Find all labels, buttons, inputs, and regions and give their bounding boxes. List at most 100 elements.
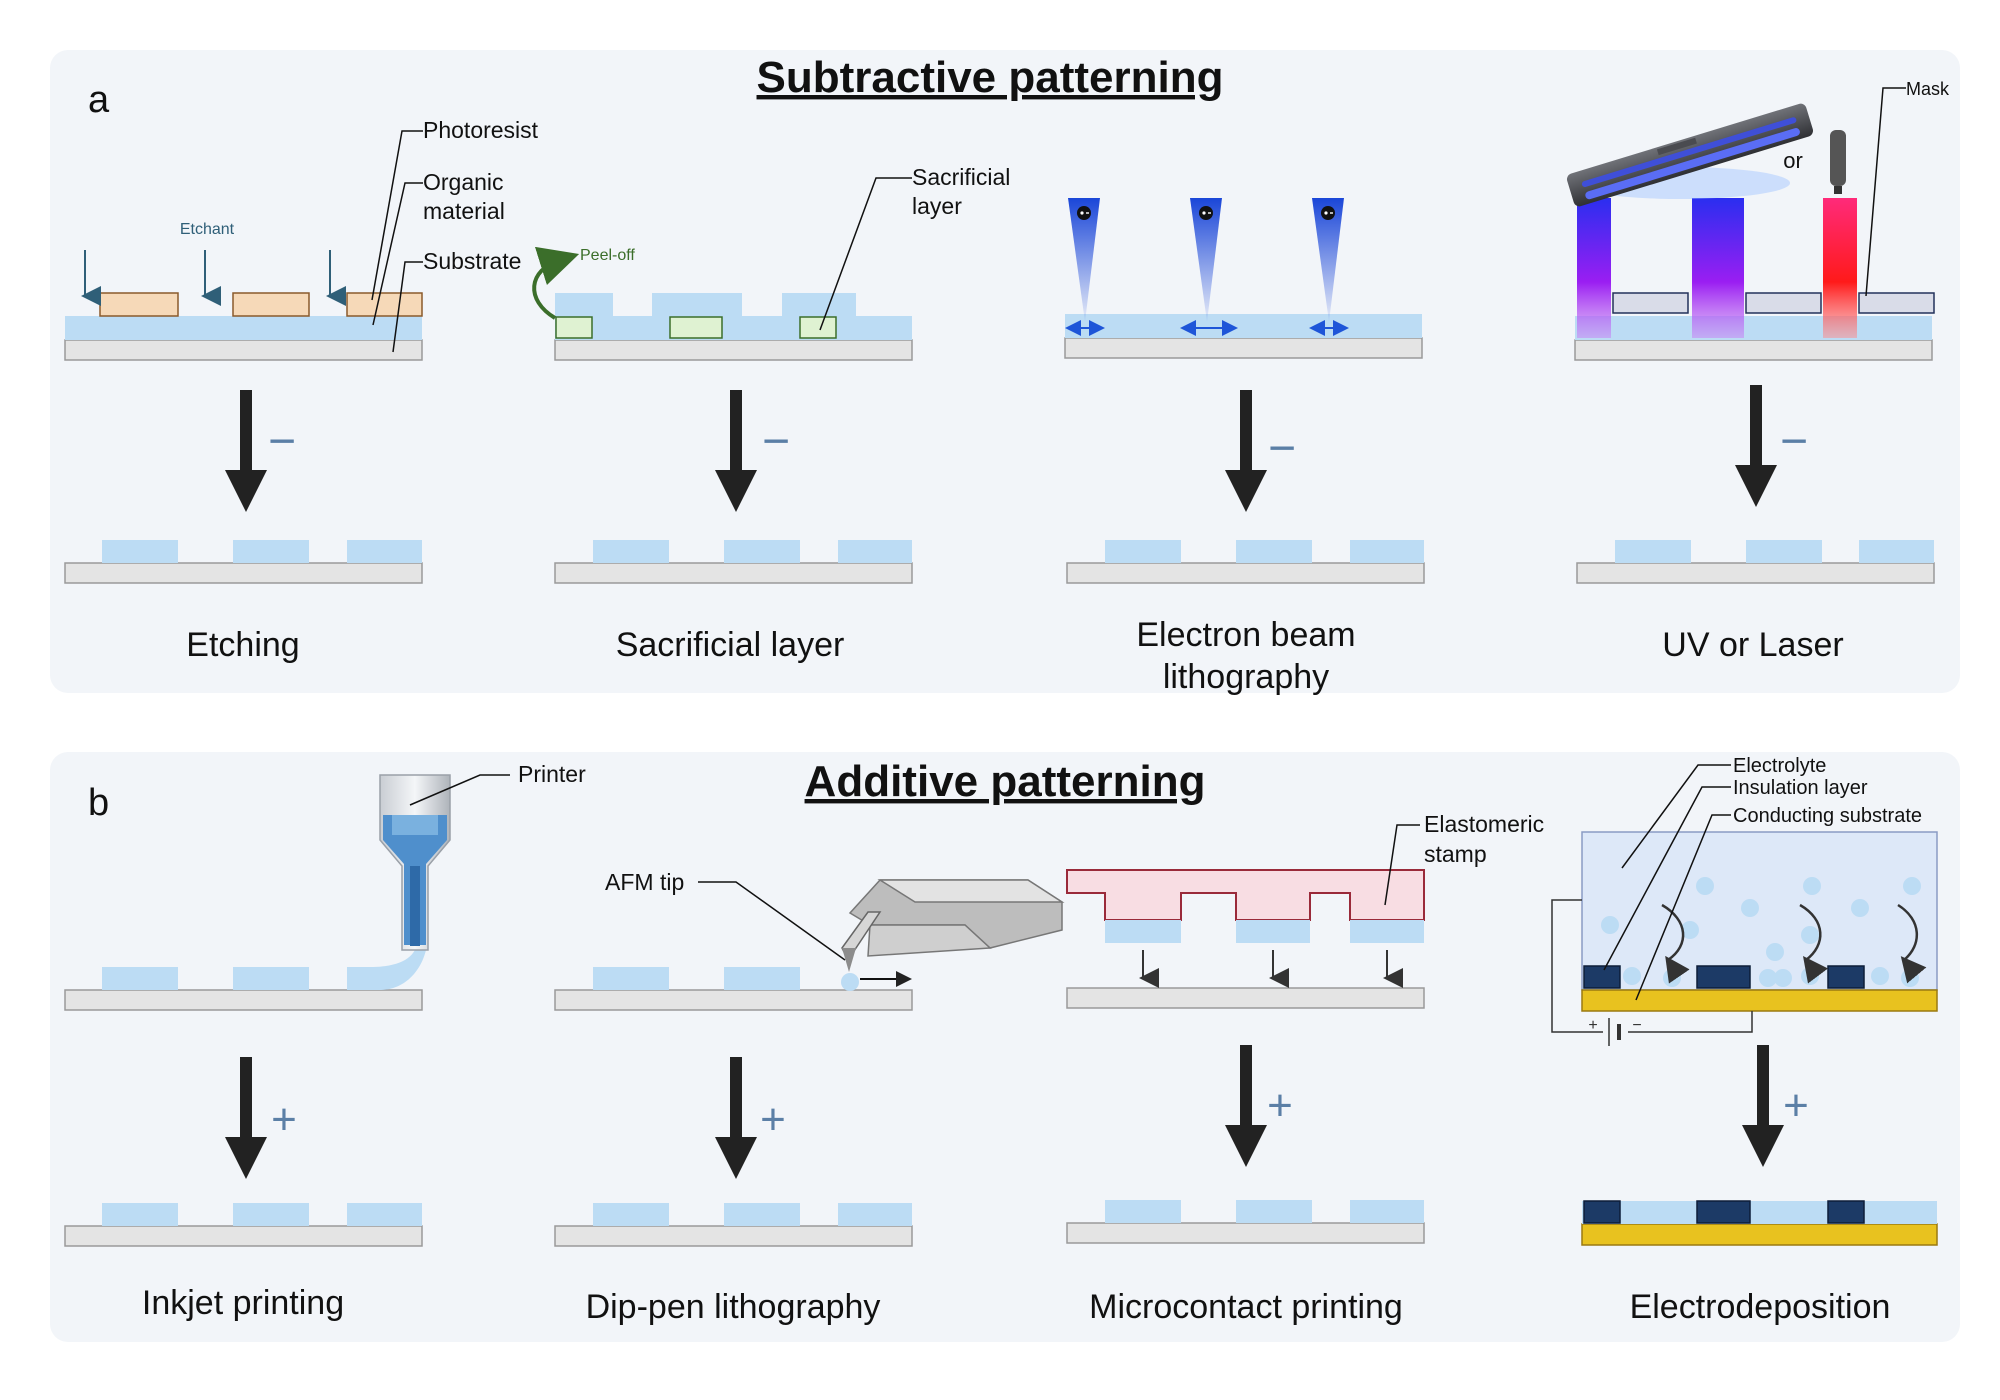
caption-microcontact: Microcontact printing <box>1089 1288 1403 1326</box>
process-arrow <box>715 390 757 512</box>
process-arrow <box>1225 1045 1267 1167</box>
minus-sign: − <box>1780 415 1808 468</box>
mask-label: Mask <box>1906 79 1950 99</box>
result-pattern <box>1581 1200 1938 1246</box>
result-pattern <box>554 1203 913 1247</box>
electrolyte-label: Electrolyte <box>1733 755 1826 777</box>
additive-process-arrows: + + + + <box>225 1045 1809 1179</box>
sacrificial-layer-label-2: layer <box>912 193 962 219</box>
result-pattern <box>1066 540 1425 584</box>
result-pattern <box>554 540 913 584</box>
peel-off-label: Peel-off <box>580 247 635 264</box>
sacrificial-block <box>555 316 593 339</box>
battery-minus: − <box>1632 1017 1641 1034</box>
panel-b-letter: b <box>88 782 109 824</box>
battery-plus: + <box>1588 1017 1597 1034</box>
subtractive-process-arrows: − − − − <box>225 385 1808 512</box>
minus-sign: − <box>268 415 296 468</box>
result-pattern <box>64 540 423 584</box>
elastomeric-stamp-label-2: stamp <box>1424 841 1487 867</box>
electron-beam <box>1180 198 1238 336</box>
sacrificial-setup: Peel-off Sacrificial layer <box>532 164 1010 361</box>
process-arrow <box>1742 1045 1784 1167</box>
process-arrow <box>225 1057 267 1179</box>
electrodeposition-setup: + − Electrolyte Insulation layer Conduct… <box>1551 755 1938 1046</box>
caption-uv-laser: UV or Laser <box>1662 626 1843 664</box>
etching-setup: Etchant Photoresist Organic material Sub… <box>64 117 539 361</box>
caption-etching: Etching <box>186 626 299 664</box>
printer-label: Printer <box>518 761 586 787</box>
deposition-arrow <box>1661 903 1690 984</box>
substrate-label: Substrate <box>423 248 521 274</box>
caption-dippen: Dip-pen lithography <box>586 1288 881 1326</box>
mask-block <box>1858 292 1935 314</box>
uv-beam <box>1692 198 1744 338</box>
uv-laser-setup: or Mask <box>1566 79 1950 361</box>
sacrificial-block <box>669 316 723 339</box>
subtractive-results <box>64 540 1935 584</box>
stamp-leader <box>1384 824 1420 906</box>
photoresist-block <box>346 292 423 317</box>
microcontact-setup: Elastomeric stamp <box>1066 811 1544 1009</box>
process-arrow <box>715 1057 757 1179</box>
sacrificial-block <box>799 316 837 339</box>
result-pattern <box>64 1203 423 1247</box>
ink-stream <box>347 925 427 990</box>
insulation-block <box>1827 965 1865 989</box>
afm-tip-label: AFM tip <box>605 869 684 895</box>
mask-block <box>1612 292 1689 314</box>
caption-sacrificial-layer: Sacrificial layer <box>616 626 845 664</box>
elastomeric-stamp-label: Elastomeric <box>1424 811 1544 837</box>
etchant-label: Etchant <box>180 221 235 238</box>
minus-sign: − <box>1268 422 1296 475</box>
elastomeric-stamp <box>1066 869 1425 921</box>
minus-sign: − <box>762 415 790 468</box>
inkjet-setup: Printer <box>64 761 586 1011</box>
laser-head-icon <box>1830 130 1846 194</box>
uv-lamp-icon <box>1566 103 1814 207</box>
afm-tip-leader <box>698 881 846 961</box>
electrolyte-bath <box>1581 831 1938 991</box>
panel-b-background <box>50 752 1960 1342</box>
photoresist-block <box>232 292 310 317</box>
photoresist-leader <box>371 130 423 301</box>
panel-a-title: Subtractive patterning <box>757 53 1224 102</box>
caption-inkjet: Inkjet printing <box>142 1284 344 1322</box>
uv-beam <box>1577 198 1611 338</box>
plus-sign: + <box>1783 1081 1809 1130</box>
caption-ebl: Electron beam <box>1136 616 1355 654</box>
printer-nozzle-icon <box>379 774 451 951</box>
plus-sign: + <box>760 1095 786 1144</box>
organic-label-2: material <box>423 198 505 224</box>
process-arrow <box>1225 390 1267 512</box>
caption-electrodeposition: Electrodeposition <box>1630 1288 1891 1326</box>
afm-cantilever-icon <box>841 879 1065 972</box>
plus-sign: + <box>271 1095 297 1144</box>
conducting-substrate <box>1581 989 1938 1012</box>
electrical-circuit: + − <box>1551 899 1753 1046</box>
insulation-block <box>1696 965 1751 989</box>
laser-beam <box>1823 198 1857 338</box>
process-arrow <box>225 390 267 512</box>
conducting-leader <box>1635 814 1731 1001</box>
photoresist-label: Photoresist <box>423 117 539 143</box>
deposition-arrow <box>1799 903 1829 984</box>
process-arrow <box>1735 385 1777 507</box>
insulation-leader <box>1603 786 1731 971</box>
sacrificial-layer-label: Sacrificial <box>912 164 1010 190</box>
organic-leader <box>372 182 423 326</box>
panel-b-title: Additive patterning <box>805 757 1206 806</box>
mask-leader <box>1865 87 1906 297</box>
electron-beam <box>1065 198 1105 336</box>
deposition-arrow <box>1897 903 1927 984</box>
caption-ebl-2: lithography <box>1163 658 1329 696</box>
ink-dot <box>841 973 859 991</box>
conducting-substrate-label: Conducting substrate <box>1733 805 1922 827</box>
insulation-block <box>1583 965 1621 989</box>
photoresist-block <box>99 292 179 317</box>
panel-a-background <box>50 50 1960 693</box>
mask-block <box>1745 292 1822 314</box>
organic-label: Organic <box>423 169 504 195</box>
printer-leader <box>409 774 510 806</box>
